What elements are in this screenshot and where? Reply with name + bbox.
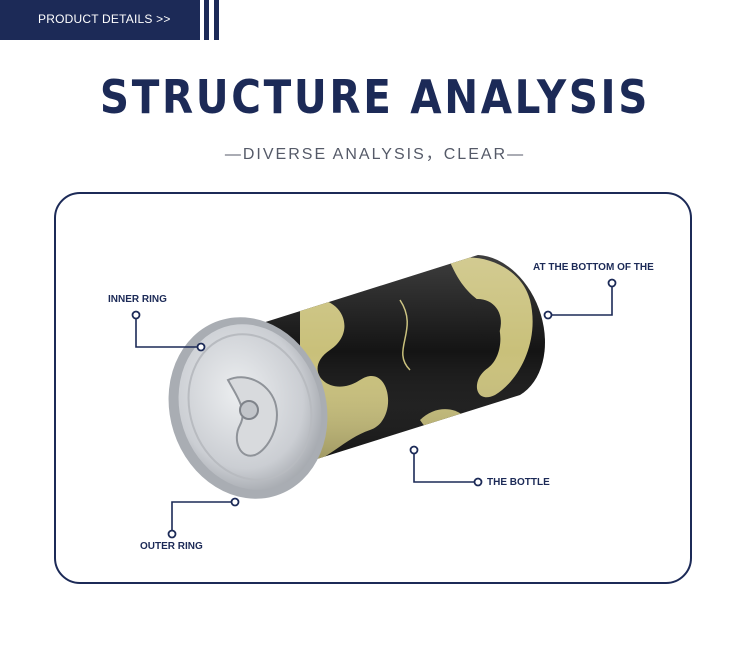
bottle-leader — [414, 450, 478, 482]
inner-ring-label: INNER RING — [108, 294, 167, 305]
outer-ring-leader — [172, 502, 235, 534]
bottom-label: AT THE BOTTOM OF THE — [533, 262, 654, 273]
inner-ring-dot — [133, 312, 140, 319]
outer-ring-anchor — [232, 499, 239, 506]
inner-ring-anchor — [198, 344, 205, 351]
bottom-leader — [548, 283, 612, 315]
bottle-anchor — [411, 447, 418, 454]
bottle-label: THE BOTTLE — [487, 477, 550, 488]
bottle-dot — [475, 479, 482, 486]
bottom-dot — [609, 280, 616, 287]
outer-ring-dot — [169, 531, 176, 538]
bottom-anchor — [545, 312, 552, 319]
outer-ring-label: OUTER RING — [140, 541, 203, 552]
